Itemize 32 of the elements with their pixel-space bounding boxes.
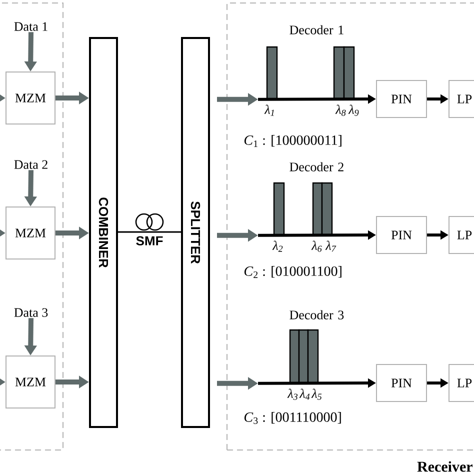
input-label: Data 3 (14, 308, 48, 317)
process-bar: COMBINER (89, 37, 118, 428)
code-label: C$_{1}$ : [100000011] (244, 135, 342, 147)
process-box: PIN (376, 364, 427, 402)
group-title: Receiver (417, 461, 472, 472)
process-box: LP (448, 80, 474, 118)
wavelength-label: λ$_{5}$ (311, 388, 322, 400)
wavelength-label: λ$_{3}$ (287, 388, 298, 400)
input-label: Data 1 (14, 22, 48, 31)
process-box: MZM (6, 72, 56, 124)
process-bar: SPLITTER (181, 37, 210, 428)
wavelength-label: λ$_{7}$ (325, 240, 336, 252)
process-box: MZM (6, 206, 56, 260)
wavelength-label: λ$_{4}$ (299, 388, 310, 400)
code-label: C$_{2}$ : [010001100] (244, 266, 342, 278)
wavelength-label: λ$_{1}$ (264, 104, 274, 116)
dashed-frame (0, 2, 64, 450)
decoder-spectrum: Decoder 1 (290, 25, 344, 34)
wavelength-label: λ$_{6}$ (311, 240, 322, 252)
process-box: LP (448, 364, 474, 402)
decoder-spectrum: Decoder 3 (290, 310, 344, 320)
input-label: Data 2 (14, 160, 48, 169)
process-box: MZM (6, 356, 56, 408)
wavelength-label: λ$_{8}$ (335, 104, 346, 116)
code-label: C$_{3}$ : [001110000] (244, 412, 341, 424)
process-box: LP (448, 216, 474, 254)
wavelength-label: λ$_{2}$ (272, 240, 283, 252)
wavelength-label: λ$_{9}$ (348, 104, 359, 116)
edge-label: SMF (136, 236, 163, 246)
decoder-spectrum: Decoder 2 (290, 162, 344, 172)
process-box: PIN (376, 216, 427, 254)
process-box: PIN (376, 80, 427, 118)
